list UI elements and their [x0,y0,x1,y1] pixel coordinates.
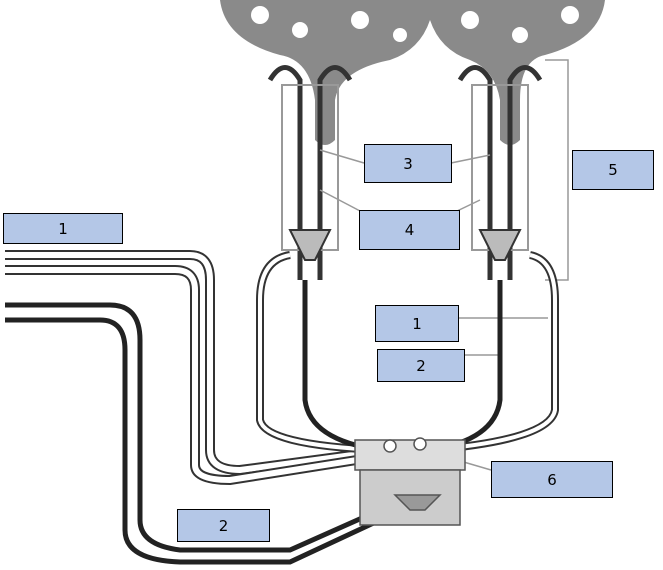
label-4: 4 [359,210,460,250]
label-1-short-tube: 1 [375,305,459,342]
label-2-short-tube: 2 [377,349,465,382]
long-milk-tubes [5,250,421,565]
leader-lines [319,59,569,471]
label-2-long-tube: 2 [177,509,270,542]
claw [354,437,466,526]
label-3: 3 [364,144,452,183]
short-tubes [256,251,559,454]
label-6-claw: 6 [491,461,613,498]
label-5: 5 [572,150,654,190]
teat-cups [267,65,543,280]
label-1-long-milk-tube: 1 [3,213,123,244]
